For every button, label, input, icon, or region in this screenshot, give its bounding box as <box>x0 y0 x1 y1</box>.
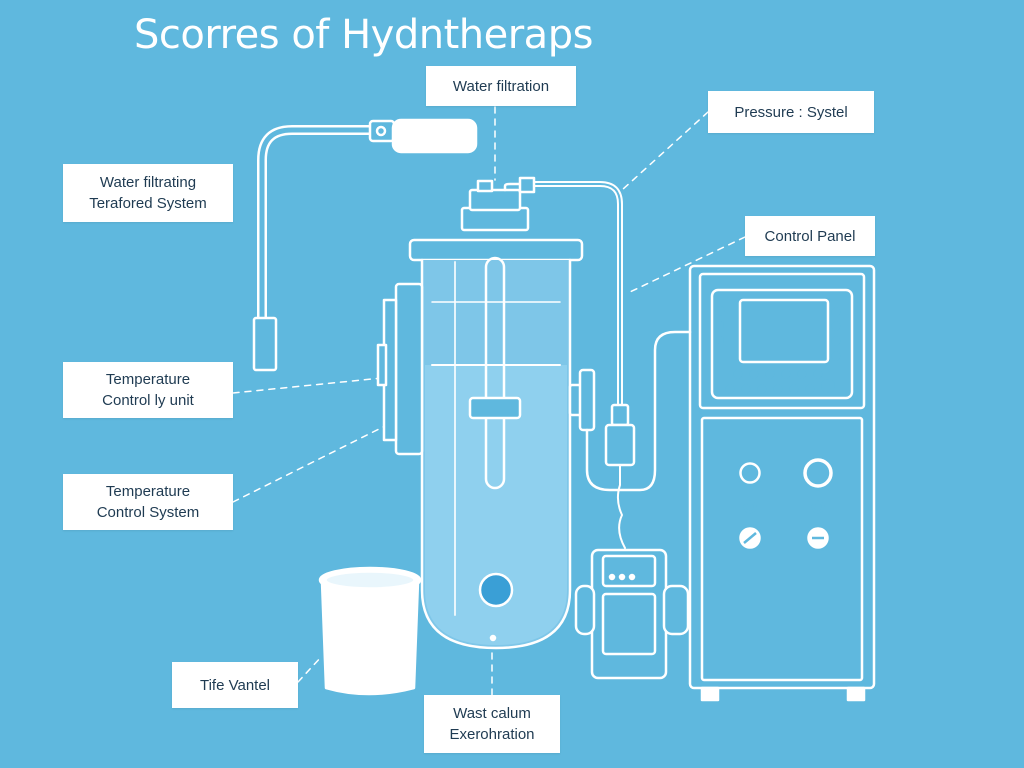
control-knobs <box>736 455 836 552</box>
side-flange <box>376 282 424 456</box>
waste-pump <box>574 548 690 680</box>
label-temperature-control-system: Temperature Control System <box>63 474 233 530</box>
waste-bucket <box>318 566 422 696</box>
pressure-tube <box>503 176 636 549</box>
label-pressure-system: Pressure : Systel <box>708 91 874 133</box>
control-cabinet <box>688 264 876 702</box>
label-waste-column: Wast calum Exerohration <box>424 695 560 753</box>
inlet-pipe <box>252 118 478 372</box>
label-temperature-control-unit: Temperature Control ly unit <box>63 362 233 418</box>
filtration-vessel <box>408 179 584 650</box>
diagram-title: Scorres of Hydntheraps <box>134 12 593 58</box>
label-water-filtrating-system: Water filtrating Terafored System <box>63 164 233 222</box>
side-valve <box>568 330 692 492</box>
control-panel-buttons <box>715 306 841 394</box>
label-water-filtration: Water filtration <box>426 66 576 106</box>
label-control-panel: Control Panel <box>745 216 875 256</box>
leader-lines <box>232 106 746 696</box>
label-tife-vantel: Tife Vantel <box>172 662 298 708</box>
